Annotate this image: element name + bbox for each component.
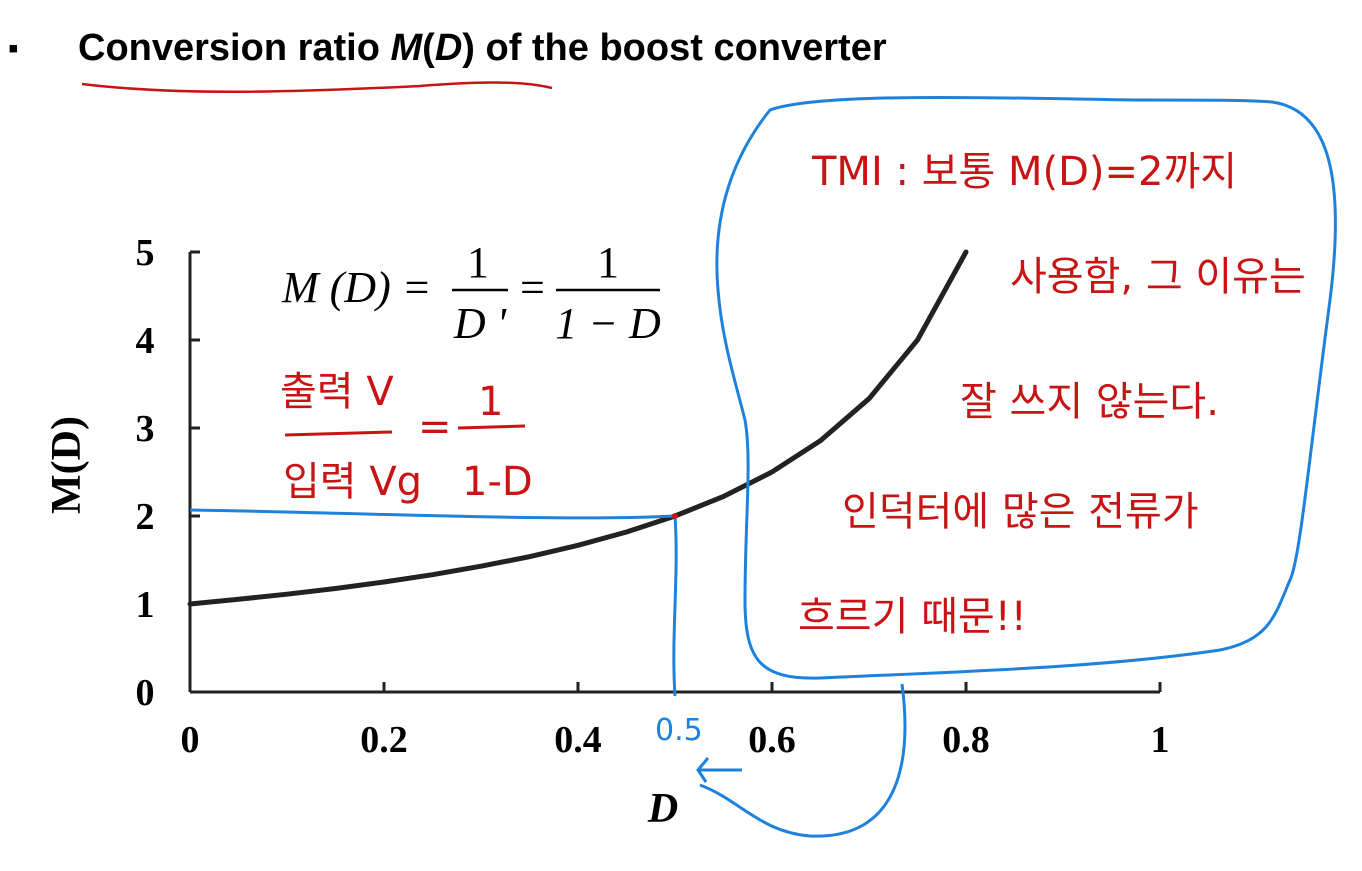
handwritten-note: TMI : 보통 M(D)=2까지 사용함, 그 이유는 잘 쓰지 않는다. 인… [798, 149, 1306, 640]
chart-ticks: 0 0.2 0.4 0.6 0.8 1 0 1 2 3 4 5 [136, 232, 1170, 761]
hand-formula-lhs-bottom: 입력 Vg [283, 459, 422, 505]
handwritten-formula: 출력 V 입력 Vg = 1 1-D [280, 369, 533, 505]
x-axis-label: D [647, 786, 678, 832]
title-underline [81, 81, 553, 94]
hand-formula-rhs-top: 1 [478, 379, 503, 425]
blue-horizontal-guide [189, 508, 676, 520]
title-open-paren: ( [422, 27, 435, 69]
marked-point-label: 0.5 [655, 713, 703, 748]
arrow-head-icon [696, 757, 742, 783]
hand-formula-lhs-bar [284, 430, 393, 437]
x-tick-label-3: 0.6 [748, 719, 796, 761]
note-line-5: 흐르기 때문!! [798, 594, 1027, 640]
note-line-4: 인덕터에 많은 전류가 [842, 489, 1199, 535]
y-axis-label: M(D) [44, 416, 90, 514]
title-bullet: ▪ [8, 32, 19, 65]
formula-lhs: M (D) = [281, 263, 431, 312]
hand-formula-rhs-bottom: 1-D [462, 459, 533, 505]
blue-annotation: 0.5 [189, 508, 907, 838]
note-line-1: TMI : 보통 M(D)=2까지 [811, 149, 1237, 195]
x-tick-label-0: 0 [181, 719, 200, 761]
y-tick-label-1: 1 [136, 584, 155, 626]
slide-title: Conversion ratio M(D) of the boost conve… [78, 27, 887, 69]
formula-frac2-den: 1 − D [555, 299, 661, 348]
title-m: M [391, 27, 424, 69]
note-line-2: 사용함, 그 이유는 [1010, 254, 1306, 300]
series-curve [187, 249, 969, 607]
arrow-connector [699, 683, 907, 838]
hand-formula-rhs-bar [457, 424, 526, 430]
title-close-paren: ) [462, 27, 475, 69]
formula-frac1-den: D ' [453, 299, 508, 348]
formula-eq2: = [520, 263, 545, 312]
note-bubble [715, 95, 1337, 680]
x-tick-label-5: 1 [1151, 719, 1170, 761]
note-line-3: 잘 쓰지 않는다. [960, 379, 1219, 425]
x-tick-label-1: 0.2 [360, 719, 408, 761]
title-prefix: Conversion ratio [78, 27, 391, 69]
y-tick-label-4: 4 [136, 320, 155, 362]
x-tick-label-4: 0.8 [942, 719, 990, 761]
formula-frac2-num: 1 [597, 238, 619, 287]
y-tick-label-0: 0 [136, 672, 155, 714]
y-tick-label-5: 5 [136, 232, 155, 274]
blue-vertical-guide [672, 515, 678, 697]
y-tick-label-3: 3 [136, 408, 155, 450]
title-suffix: of the boost converter [475, 27, 887, 69]
formula-frac1-num: 1 [467, 238, 489, 287]
title-d: D [435, 27, 462, 69]
x-tick-label-2: 0.4 [554, 719, 602, 761]
marked-point [672, 513, 678, 519]
y-tick-label-2: 2 [136, 496, 155, 538]
hand-formula-eq: = [418, 404, 452, 450]
hand-formula-lhs-top: 출력 V [280, 369, 394, 415]
formula: M (D) = 1 D ' = 1 1 − D [281, 238, 661, 348]
